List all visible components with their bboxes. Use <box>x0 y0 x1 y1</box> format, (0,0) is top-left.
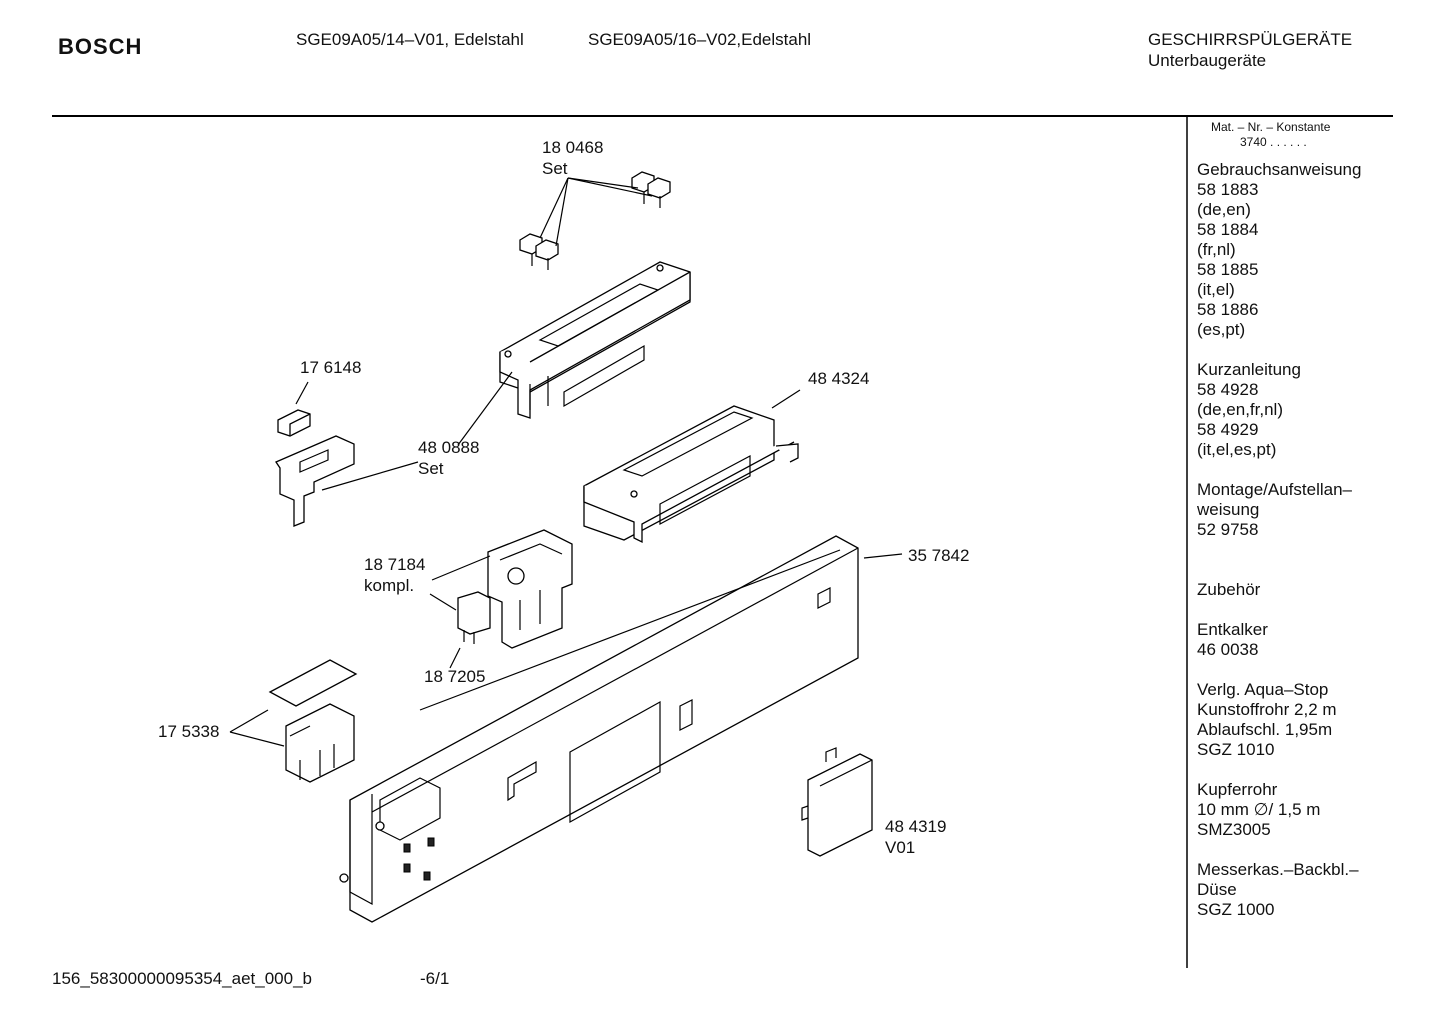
leader-lines-180468 <box>539 177 653 247</box>
list-item: Montage/Aufstellan– <box>1197 480 1352 499</box>
list-item: (es,pt) <box>1197 320 1246 339</box>
group-kupferrohr: Kupferrohr 10 mm ∅/ 1,5 m SMZ3005 <box>1197 780 1437 840</box>
label-187184-kompl: kompl. <box>364 576 415 595</box>
leader-line-480888 <box>457 371 513 446</box>
group-gebrauchsanweisung: Gebrauchsanweisung 58 1883 (de,en) 58 18… <box>1197 160 1437 340</box>
list-item: 46 0038 <box>1197 640 1259 659</box>
list-item: SGZ 1010 <box>1197 740 1275 759</box>
label-175338: 17 5338 <box>158 722 220 741</box>
list-item: 58 4929 <box>1197 420 1259 439</box>
list-item: 58 1883 <box>1197 180 1259 199</box>
sidebar-parts-list: Gebrauchsanweisung 58 1883 (de,en) 58 18… <box>1197 160 1437 940</box>
list-item: Kurzanleitung <box>1197 360 1301 379</box>
brand-logo: BOSCH <box>58 34 143 59</box>
list-item: Zubehör <box>1197 580 1261 599</box>
category-title: GESCHIRRSPÜLGERÄTE <box>1148 30 1353 49</box>
part-484324-display <box>583 405 799 544</box>
leader-line-187184 <box>431 555 491 581</box>
label-480888-set: Set <box>418 459 444 478</box>
part-187205-microswitch <box>457 591 491 644</box>
list-item: weisung <box>1197 500 1260 519</box>
part-484319-board <box>801 747 873 857</box>
group-montage: Montage/Aufstellan– weisung 52 9758 <box>1197 480 1437 540</box>
model-number-2: SGE09A05/16–V02,Edelstahl <box>588 30 812 49</box>
group-messerkasten: Messerkas.–Backbl.– Düse SGZ 1000 <box>1197 860 1437 920</box>
footer-page-number: -6/1 <box>420 969 450 988</box>
leader-line-175338-b <box>229 709 269 733</box>
list-item: Entkalker <box>1197 620 1268 639</box>
label-187205: 18 7205 <box>424 667 486 686</box>
list-item: SMZ3005 <box>1197 820 1271 839</box>
leader-line-187184-b <box>429 593 457 611</box>
part-180468-clips <box>519 171 671 270</box>
list-item: (de,en) <box>1197 200 1251 219</box>
list-item: 10 mm ∅/ 1,5 m <box>1197 800 1321 819</box>
list-item: Messerkas.–Backbl.– <box>1197 860 1359 879</box>
leader-line-484324 <box>771 389 801 409</box>
label-176148: 17 6148 <box>300 358 362 377</box>
label-357842: 35 7842 <box>908 546 970 565</box>
list-item: SGZ 1000 <box>1197 900 1275 919</box>
label-480888: 48 0888 <box>418 438 480 457</box>
list-item: Ablaufschl. 1,95m <box>1197 720 1333 739</box>
label-484319: 48 4319 <box>885 817 947 836</box>
part-480888-housing <box>499 261 691 419</box>
list-item: Kupferrohr <box>1197 780 1278 799</box>
label-484319-v01: V01 <box>885 838 916 857</box>
leader-line-176148 <box>295 381 309 405</box>
list-item: 58 1886 <box>1197 300 1259 319</box>
mat-number-value: 3740 . . . . . . <box>1240 135 1307 149</box>
list-item: (fr,nl) <box>1197 240 1236 259</box>
list-item: (it,el) <box>1197 280 1235 299</box>
leader-line-175338 <box>229 731 285 747</box>
leader-line-480888-bracket <box>321 461 419 491</box>
list-item: 58 1884 <box>1197 220 1259 239</box>
subcategory-title: Unterbaugeräte <box>1148 51 1267 70</box>
list-item: 58 4928 <box>1197 380 1259 399</box>
group-entkalker: Entkalker 46 0038 <box>1197 620 1437 660</box>
list-item: (de,en,fr,nl) <box>1197 400 1283 419</box>
label-180468: 18 0468 <box>542 138 604 157</box>
leader-line-187205 <box>449 647 461 669</box>
list-item: Verlg. Aqua–Stop <box>1197 680 1329 699</box>
list-item: 58 1885 <box>1197 260 1259 279</box>
part-176148-cap <box>277 409 311 437</box>
part-175338-relay <box>268 659 358 783</box>
model-number-1: SGE09A05/14–V01, Edelstahl <box>296 30 524 49</box>
footer-doc-id: 156_58300000095354_aet_000_b <box>52 969 312 988</box>
group-zubehoer: Zubehör <box>1197 560 1437 600</box>
list-item: Gebrauchsanweisung <box>1197 160 1362 179</box>
label-484324: 48 4324 <box>808 369 870 388</box>
part-187184-switch <box>487 529 573 649</box>
group-aquastop: Verlg. Aqua–Stop Kunstoffrohr 2,2 m Abla… <box>1197 680 1437 760</box>
list-item: (it,el,es,pt) <box>1197 440 1277 459</box>
leader-line-357842 <box>863 553 903 559</box>
label-180468-set: Set <box>542 159 568 178</box>
list-item: Kunstoffrohr 2,2 m <box>1197 700 1337 719</box>
list-spacer <box>1197 560 1437 580</box>
label-187184: 18 7184 <box>364 555 426 574</box>
list-item: 52 9758 <box>1197 520 1259 539</box>
mat-number-title: Mat. – Nr. – Konstante <box>1211 120 1331 134</box>
part-357842-panel <box>339 535 859 923</box>
bracket-part <box>275 435 355 527</box>
group-kurzanleitung: Kurzanleitung 58 4928 (de,en,fr,nl) 58 4… <box>1197 360 1437 460</box>
list-item: Düse <box>1197 880 1237 899</box>
